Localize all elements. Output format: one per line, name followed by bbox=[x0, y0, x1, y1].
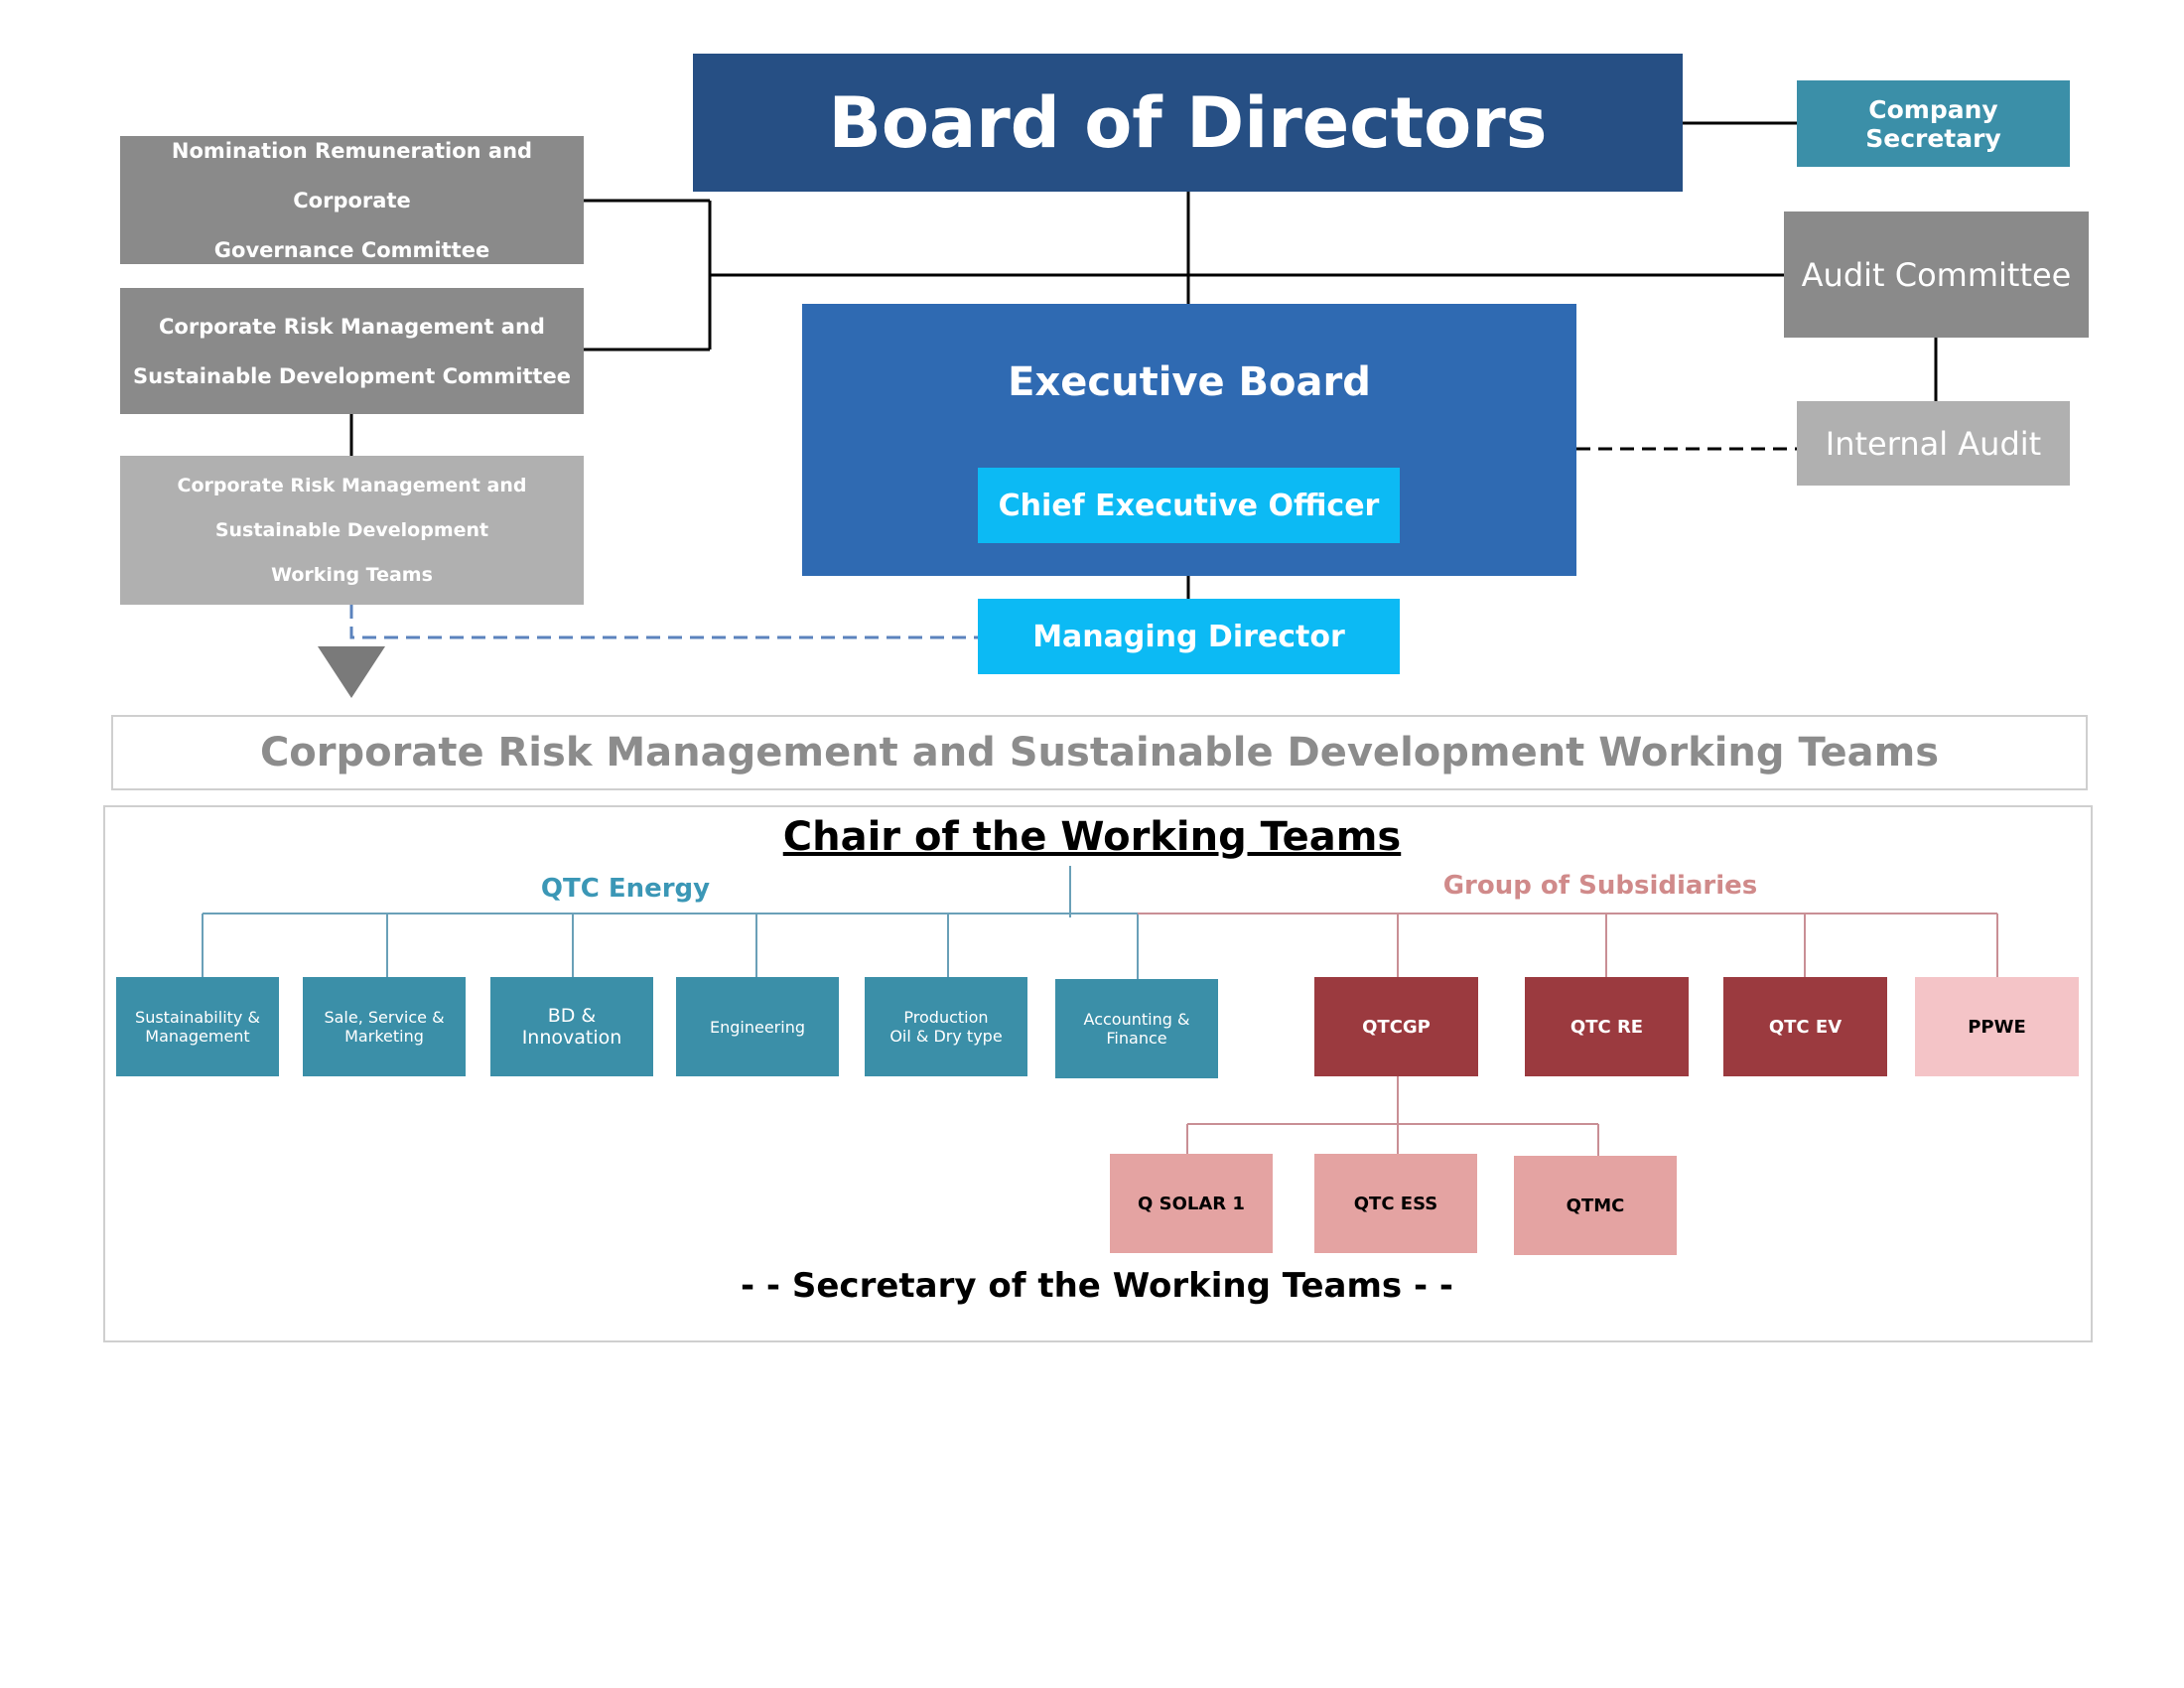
company-secretary-label: Company Secretary bbox=[1865, 94, 2001, 153]
team-sale-service-marketing: Sale, Service & Marketing bbox=[303, 977, 466, 1076]
subsidiary-label: QTCGP bbox=[1362, 1016, 1431, 1038]
subsidiary-qtc-ev: QTC EV bbox=[1723, 977, 1887, 1076]
chair-title: Chair of the Working Teams bbox=[782, 814, 1402, 860]
child-qtmc: QTMC bbox=[1514, 1156, 1677, 1255]
team-label: Production Oil & Dry type bbox=[889, 1008, 1003, 1046]
team-label: Engineering bbox=[710, 1017, 805, 1037]
risk-working-teams-box: Corporate Risk Management and Sustainabl… bbox=[120, 456, 584, 605]
audit-committee-box: Audit Committee bbox=[1784, 211, 2089, 338]
board-of-directors-label: Board of Directors bbox=[828, 81, 1548, 164]
ceo-label: Chief Executive Officer bbox=[998, 488, 1380, 523]
working-teams-banner-label: Corporate Risk Management and Sustainabl… bbox=[259, 730, 1940, 775]
subsidiary-ppwe: PPWE bbox=[1915, 977, 2079, 1076]
child-qtc-ess: QTC ESS bbox=[1314, 1154, 1477, 1253]
nomination-committee-label: Nomination Remuneration and Corporate Go… bbox=[171, 138, 533, 262]
working-teams-banner: Corporate Risk Management and Sustainabl… bbox=[111, 715, 2088, 790]
executive-board-label: Executive Board bbox=[1008, 359, 1371, 405]
team-engineering: Engineering bbox=[676, 977, 839, 1076]
child-label: Q SOLAR 1 bbox=[1138, 1193, 1245, 1214]
secretary-title: - - Secretary of the Working Teams - - bbox=[740, 1266, 1454, 1306]
risk-committee-box: Corporate Risk Management and Sustainabl… bbox=[120, 288, 584, 414]
subsidiary-qtcgp: QTCGP bbox=[1314, 977, 1478, 1076]
team-label: BD & Innovation bbox=[521, 1005, 622, 1049]
qtc-energy-label: QTC Energy bbox=[540, 874, 711, 904]
board-of-directors-box: Board of Directors bbox=[693, 54, 1683, 192]
ceo-box: Chief Executive Officer bbox=[978, 468, 1400, 543]
team-sustainability-management: Sustainability & Management bbox=[116, 977, 279, 1076]
internal-audit-box: Internal Audit bbox=[1797, 401, 2070, 486]
internal-audit-label: Internal Audit bbox=[1825, 424, 2042, 463]
subsidiary-label: PPWE bbox=[1968, 1016, 2026, 1038]
subsidiaries-label: Group of Subsidiaries bbox=[1442, 871, 1758, 901]
team-label: Accounting & Finance bbox=[1083, 1010, 1190, 1048]
team-label: Sale, Service & Marketing bbox=[324, 1008, 445, 1046]
child-label: QTC ESS bbox=[1353, 1193, 1438, 1214]
child-label: QTMC bbox=[1566, 1195, 1625, 1216]
company-secretary-box: Company Secretary bbox=[1797, 80, 2070, 167]
subsidiary-label: QTC EV bbox=[1768, 1016, 1843, 1038]
team-production: Production Oil & Dry type bbox=[865, 977, 1027, 1076]
subsidiary-qtc-re: QTC RE bbox=[1525, 977, 1689, 1076]
working-teams-panel bbox=[103, 805, 2093, 1342]
subsidiary-label: QTC RE bbox=[1570, 1016, 1644, 1038]
risk-committee-label: Corporate Risk Management and Sustainabl… bbox=[133, 314, 571, 388]
team-bd-innovation: BD & Innovation bbox=[490, 977, 653, 1076]
nomination-committee-box: Nomination Remuneration and Corporate Go… bbox=[120, 136, 584, 264]
managing-director-box: Managing Director bbox=[978, 599, 1400, 674]
managing-director-label: Managing Director bbox=[1032, 619, 1345, 654]
audit-committee-label: Audit Committee bbox=[1801, 255, 2072, 294]
team-label: Sustainability & Management bbox=[135, 1008, 260, 1046]
child-q-solar-1: Q SOLAR 1 bbox=[1110, 1154, 1273, 1253]
down-arrow-triangle bbox=[318, 646, 385, 698]
risk-working-teams-label: Corporate Risk Management and Sustainabl… bbox=[177, 474, 527, 586]
team-accounting-finance: Accounting & Finance bbox=[1055, 979, 1218, 1078]
